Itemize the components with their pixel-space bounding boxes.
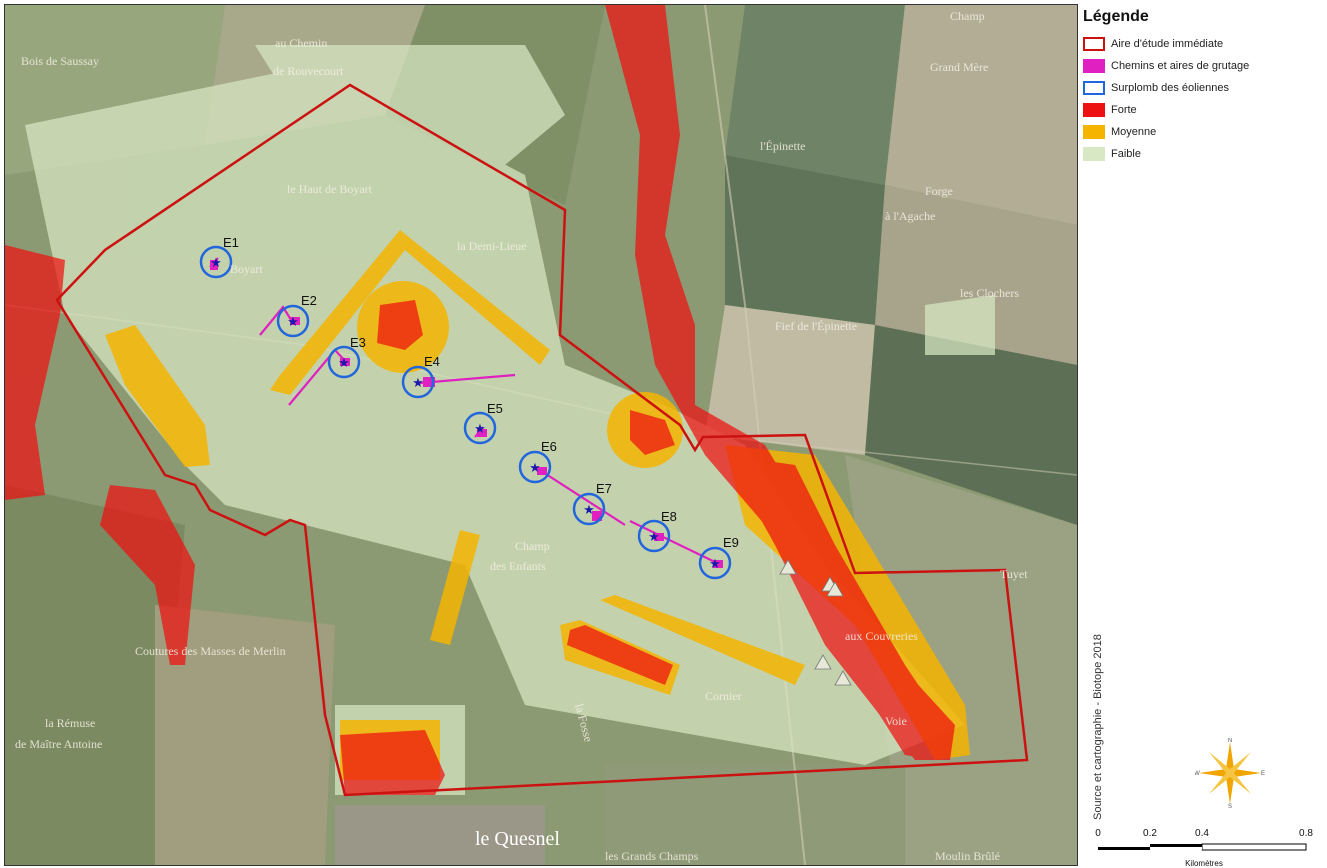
triangle-icon (779, 559, 797, 575)
star-icon: ★ (210, 255, 222, 270)
place-name: Champ (515, 539, 550, 553)
place-name: Moulin Brûlé (935, 849, 1000, 863)
scale-units: Kilomètres (1185, 859, 1223, 868)
turbine-e8[interactable]: ★ E8 (637, 509, 677, 553)
legend-swatch (1083, 81, 1105, 95)
star-icon: ★ (529, 460, 541, 475)
legend-item-moyenne: Moyenne (1083, 122, 1323, 142)
triangle-icon (814, 654, 832, 670)
crane-pads (210, 260, 723, 568)
place-name: des Enfants (490, 559, 546, 573)
place-name: les Clochers (960, 286, 1019, 300)
place-name: de Rouvecourt (273, 64, 344, 78)
star-icon: ★ (583, 502, 595, 517)
place-name: Coutures des Masses de Merlin (135, 644, 286, 658)
place-name: Fief de l'Épinette (775, 319, 857, 333)
compass-w: W (1195, 771, 1200, 777)
place-name: les Grands Champs (605, 849, 699, 863)
map-legend: Légende Aire d'étude immédiate Chemins e… (1083, 6, 1323, 246)
legend-item-faible: Faible (1083, 144, 1323, 164)
turbine-label: E6 (541, 439, 557, 454)
legend-swatch (1083, 147, 1105, 161)
place-name: aux Couvreries (845, 629, 918, 643)
scale-tick: 0.8 (1299, 828, 1313, 839)
place-name: Boyart (230, 262, 263, 276)
turbine-label: E4 (424, 354, 440, 369)
turbine-label: E1 (223, 235, 239, 250)
place-name: de Maître Antoine (15, 737, 102, 751)
place-name: l'Épinette (760, 139, 805, 153)
turbine-e9[interactable]: ★ E9 (698, 535, 739, 580)
turbine-label: E5 (487, 401, 503, 416)
place-name: le Quesnel (475, 828, 560, 850)
star-icon: ★ (474, 421, 486, 436)
star-icon: ★ (287, 314, 299, 329)
zones-forte (5, 5, 955, 795)
turbine-label: E2 (301, 293, 317, 308)
turbine-e3[interactable]: ★ E3 (327, 335, 366, 379)
legend-label: Surplomb des éoliennes (1111, 82, 1230, 94)
scale-bar: 0 0.2 0.4 0.8 Kilomètres (1092, 828, 1322, 868)
turbine-e7[interactable]: ★ E7 (572, 481, 612, 526)
legend-item-paths: Chemins et aires de grutage (1083, 56, 1323, 76)
legend-item-overhang: Surplomb des éoliennes (1083, 78, 1323, 98)
turbine-label: E9 (723, 535, 739, 550)
scale-segments (1098, 843, 1307, 851)
place-name: Cornier (705, 689, 742, 703)
place-name: Tuyet (1000, 567, 1028, 581)
place-names: Bois de Saussay au Chemin de Rouvecourt … (15, 9, 1028, 863)
legend-item-forte: Forte (1083, 100, 1323, 120)
place-name: Voie (885, 714, 907, 728)
scale-tick: 0.2 (1143, 828, 1157, 839)
turbine-label: E8 (661, 509, 677, 524)
legend-swatch (1083, 59, 1105, 73)
legend-label: Forte (1111, 104, 1137, 116)
place-name: la Demi-Lieue (457, 239, 527, 253)
legend-swatch (1083, 37, 1105, 51)
place-name: la Rémuse (45, 716, 95, 730)
legend-swatch (1083, 125, 1105, 139)
scale-tick: 0.4 (1195, 828, 1209, 839)
place-name: Forge (925, 184, 953, 198)
star-icon: ★ (648, 529, 660, 544)
turbines-layer: ★ E1 ★ E2 ★ E3 ★ E4 ★ E5 (199, 235, 739, 580)
star-icon: ★ (338, 355, 350, 370)
study-area-boundary (55, 83, 1029, 797)
map-canvas: ★ E1 ★ E2 ★ E3 ★ E4 ★ E5 (5, 5, 1077, 865)
compass-rose-icon: N S E W (1194, 738, 1265, 810)
triangle-icon (826, 581, 844, 597)
turbine-label: E3 (350, 335, 366, 350)
star-icon: ★ (709, 556, 721, 571)
place-name: le Haut de Boyart (287, 182, 373, 196)
legend-label: Chemins et aires de grutage (1111, 60, 1250, 72)
turbine-e2[interactable]: ★ E2 (276, 293, 317, 338)
place-name: à l'Agache (885, 209, 935, 223)
legend-item-study-area: Aire d'étude immédiate (1083, 34, 1323, 54)
turbine-e1[interactable]: ★ E1 (199, 235, 239, 279)
turbine-e6[interactable]: ★ E6 (518, 439, 557, 484)
triangle-icon (834, 670, 852, 686)
compass-e: E (1261, 771, 1265, 777)
turbine-e4[interactable]: ★ E4 (401, 354, 440, 399)
legend-label: Aire d'étude immédiate (1111, 38, 1224, 50)
compass-s: S (1228, 804, 1232, 808)
compass-n: N (1228, 738, 1232, 744)
place-name: au Chemin (275, 36, 327, 50)
legend-title: Légende (1083, 8, 1149, 25)
place-name: Grand Mère (930, 60, 988, 74)
turbine-e5[interactable]: ★ E5 (463, 401, 503, 445)
observation-points (779, 559, 852, 686)
place-name: Champ (950, 9, 985, 23)
place-name: Bois de Saussay (21, 54, 99, 68)
star-icon: ★ (412, 375, 424, 390)
legend-swatch (1083, 103, 1105, 117)
turbine-label: E7 (596, 481, 612, 496)
legend-label: Faible (1111, 148, 1141, 160)
legend-label: Moyenne (1111, 126, 1157, 138)
scale-tick: 0 (1095, 828, 1101, 839)
map-view[interactable]: ★ E1 ★ E2 ★ E3 ★ E4 ★ E5 (4, 4, 1078, 866)
